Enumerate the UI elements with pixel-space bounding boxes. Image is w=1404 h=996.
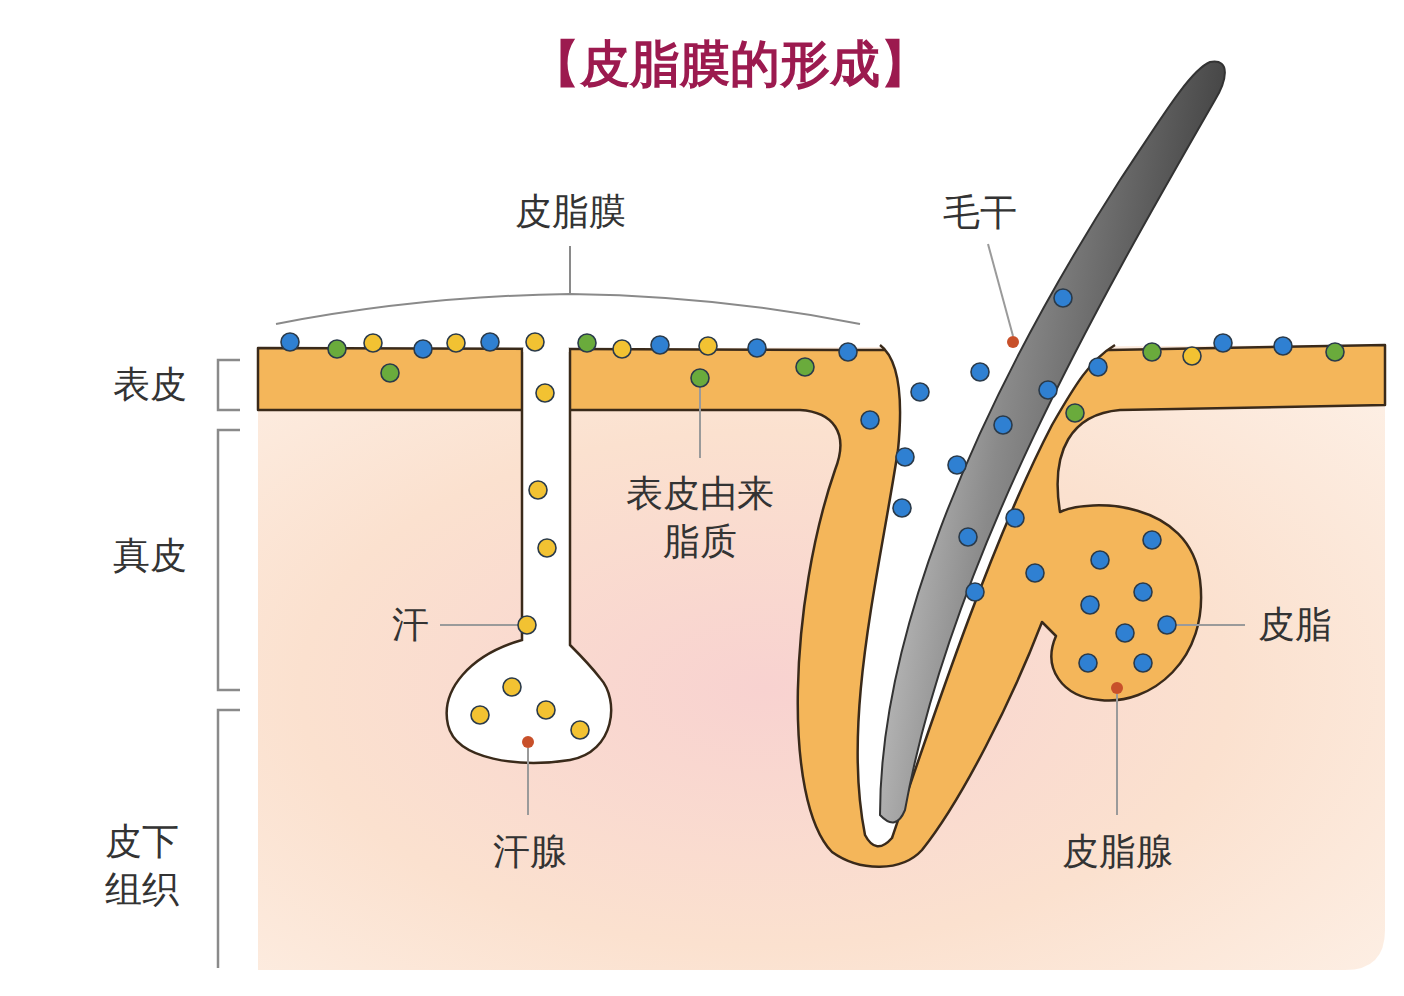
diagram-title: 【皮脂膜的形成】	[530, 32, 930, 97]
leader-marker	[1007, 336, 1019, 348]
lipid-dot	[1143, 531, 1161, 549]
lipid-dot	[518, 616, 536, 634]
lipid-dot	[364, 334, 382, 352]
lipid-dot	[1006, 509, 1024, 527]
layer-label: 皮下 组织	[99, 818, 184, 914]
lipid-dot	[328, 340, 346, 358]
lipid-dot	[959, 528, 977, 546]
part-label: 表皮由来 脂质	[619, 470, 782, 566]
lipid-dot	[1116, 624, 1134, 642]
lipid-dot	[1143, 343, 1161, 361]
lipid-dot	[839, 343, 857, 361]
leader-line	[1116, 694, 1118, 815]
bracket-stem	[569, 246, 571, 294]
lipid-dot	[481, 333, 499, 351]
lipid-dot	[537, 701, 555, 719]
lipid-dot	[1079, 654, 1097, 672]
lipid-dot	[538, 539, 556, 557]
sebum-film-bracket	[276, 246, 860, 324]
leader-marker	[522, 736, 534, 748]
film-label: 皮脂膜	[515, 188, 626, 236]
lipid-dot	[1158, 616, 1176, 634]
part-label: 毛干	[943, 189, 1017, 237]
lipid-dot	[966, 583, 984, 601]
epidermis-and-follicle	[258, 345, 1385, 867]
lipid-dot	[994, 416, 1012, 434]
lipid-dot	[1183, 347, 1201, 365]
lipid-dot	[691, 369, 709, 387]
lipid-dots	[281, 289, 1344, 748]
lipid-dot	[529, 481, 547, 499]
lipid-dot	[281, 333, 299, 351]
lipid-dot	[578, 334, 596, 352]
lipid-dot	[571, 721, 589, 739]
lipid-dot	[1066, 404, 1084, 422]
leader-marker	[1111, 682, 1123, 694]
leader-line	[988, 244, 1013, 336]
lipid-dot	[1091, 551, 1109, 569]
lipid-dot	[1026, 564, 1044, 582]
dermis-ground	[258, 345, 1385, 970]
lipid-dot	[1134, 654, 1152, 672]
lipid-dot	[613, 340, 631, 358]
part-label: 皮脂	[1258, 601, 1332, 649]
lipid-dot	[1081, 596, 1099, 614]
layer-bracket	[218, 430, 240, 690]
part-label: 皮脂腺	[1062, 828, 1173, 876]
layer-bracket	[218, 710, 240, 968]
lipid-dot	[471, 706, 489, 724]
lipid-dot	[414, 340, 432, 358]
lipid-dot	[503, 678, 521, 696]
bracket-arc	[276, 294, 860, 324]
lipid-dot	[381, 364, 399, 382]
leader-line	[1176, 624, 1245, 626]
lipid-dot	[1274, 337, 1292, 355]
lipid-dot	[1039, 381, 1057, 399]
part-label: 汗腺	[493, 828, 567, 876]
lipid-dot	[1214, 334, 1232, 352]
lipid-dot	[796, 358, 814, 376]
part-label: 汗	[392, 601, 429, 649]
lipid-dot	[1134, 583, 1152, 601]
leader-lines	[440, 244, 1245, 815]
leader-line	[699, 386, 701, 458]
lipid-dot	[893, 499, 911, 517]
lipid-dot	[896, 448, 914, 466]
lipid-dot	[1089, 358, 1107, 376]
layer-brackets	[218, 360, 240, 968]
lipid-dot	[1326, 343, 1344, 361]
lipid-dot	[526, 333, 544, 351]
sweat-duct	[447, 348, 611, 763]
lipid-dot	[699, 337, 717, 355]
layer-label: 真皮	[113, 532, 187, 580]
lipid-dot	[971, 363, 989, 381]
lipid-dot	[861, 411, 879, 429]
layer-label: 表皮	[113, 361, 187, 409]
lipid-dot	[536, 384, 554, 402]
layer-bracket	[218, 360, 240, 410]
leader-line	[527, 748, 529, 815]
lipid-dot	[651, 336, 669, 354]
lipid-dot	[1054, 289, 1072, 307]
lipid-dot	[948, 456, 966, 474]
hair-shaft	[880, 62, 1225, 823]
leader-line	[440, 624, 518, 626]
lipid-dot	[911, 383, 929, 401]
lipid-dot	[748, 339, 766, 357]
lipid-dot	[447, 334, 465, 352]
